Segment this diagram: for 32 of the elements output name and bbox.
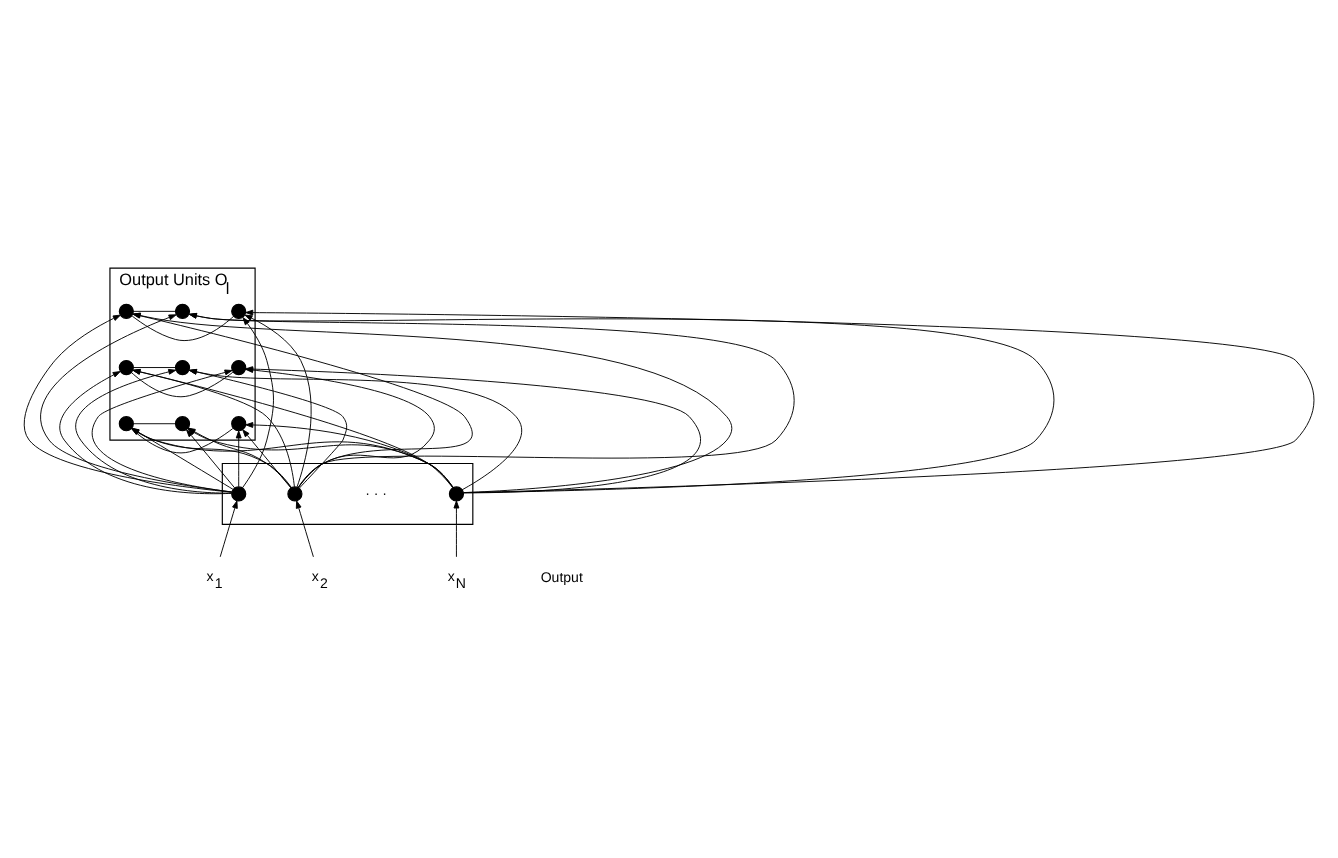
node-circle: [231, 303, 247, 319]
node-circle: [287, 486, 303, 502]
connector: [131, 428, 234, 454]
arrow: [295, 500, 314, 558]
node-circle: [448, 486, 465, 502]
connector: [131, 315, 235, 341]
node-circle: [118, 416, 134, 432]
node-circle: [231, 416, 247, 432]
connector: [132, 367, 176, 369]
arrow: [219, 500, 238, 558]
node-circle: [174, 303, 191, 319]
arrow: [242, 429, 292, 489]
arrow: [235, 430, 242, 487]
arrow: [131, 427, 293, 489]
node-circle: [118, 359, 134, 376]
arrow: [131, 428, 454, 489]
arrow: [188, 312, 1055, 494]
arrow: [186, 429, 236, 489]
cluster: [221, 462, 474, 525]
node-circle: [231, 359, 247, 376]
connector: [132, 423, 176, 425]
node-circle: [174, 359, 191, 376]
node-circle: [231, 486, 247, 502]
arrow: [187, 427, 292, 489]
arrow: [131, 427, 234, 490]
arrow: [453, 500, 460, 558]
node-circle: [174, 416, 191, 432]
arrow: [245, 422, 454, 489]
arrow: [188, 312, 795, 488]
connector: [130, 371, 234, 398]
node-circle: [118, 303, 134, 319]
connector: [132, 310, 176, 312]
